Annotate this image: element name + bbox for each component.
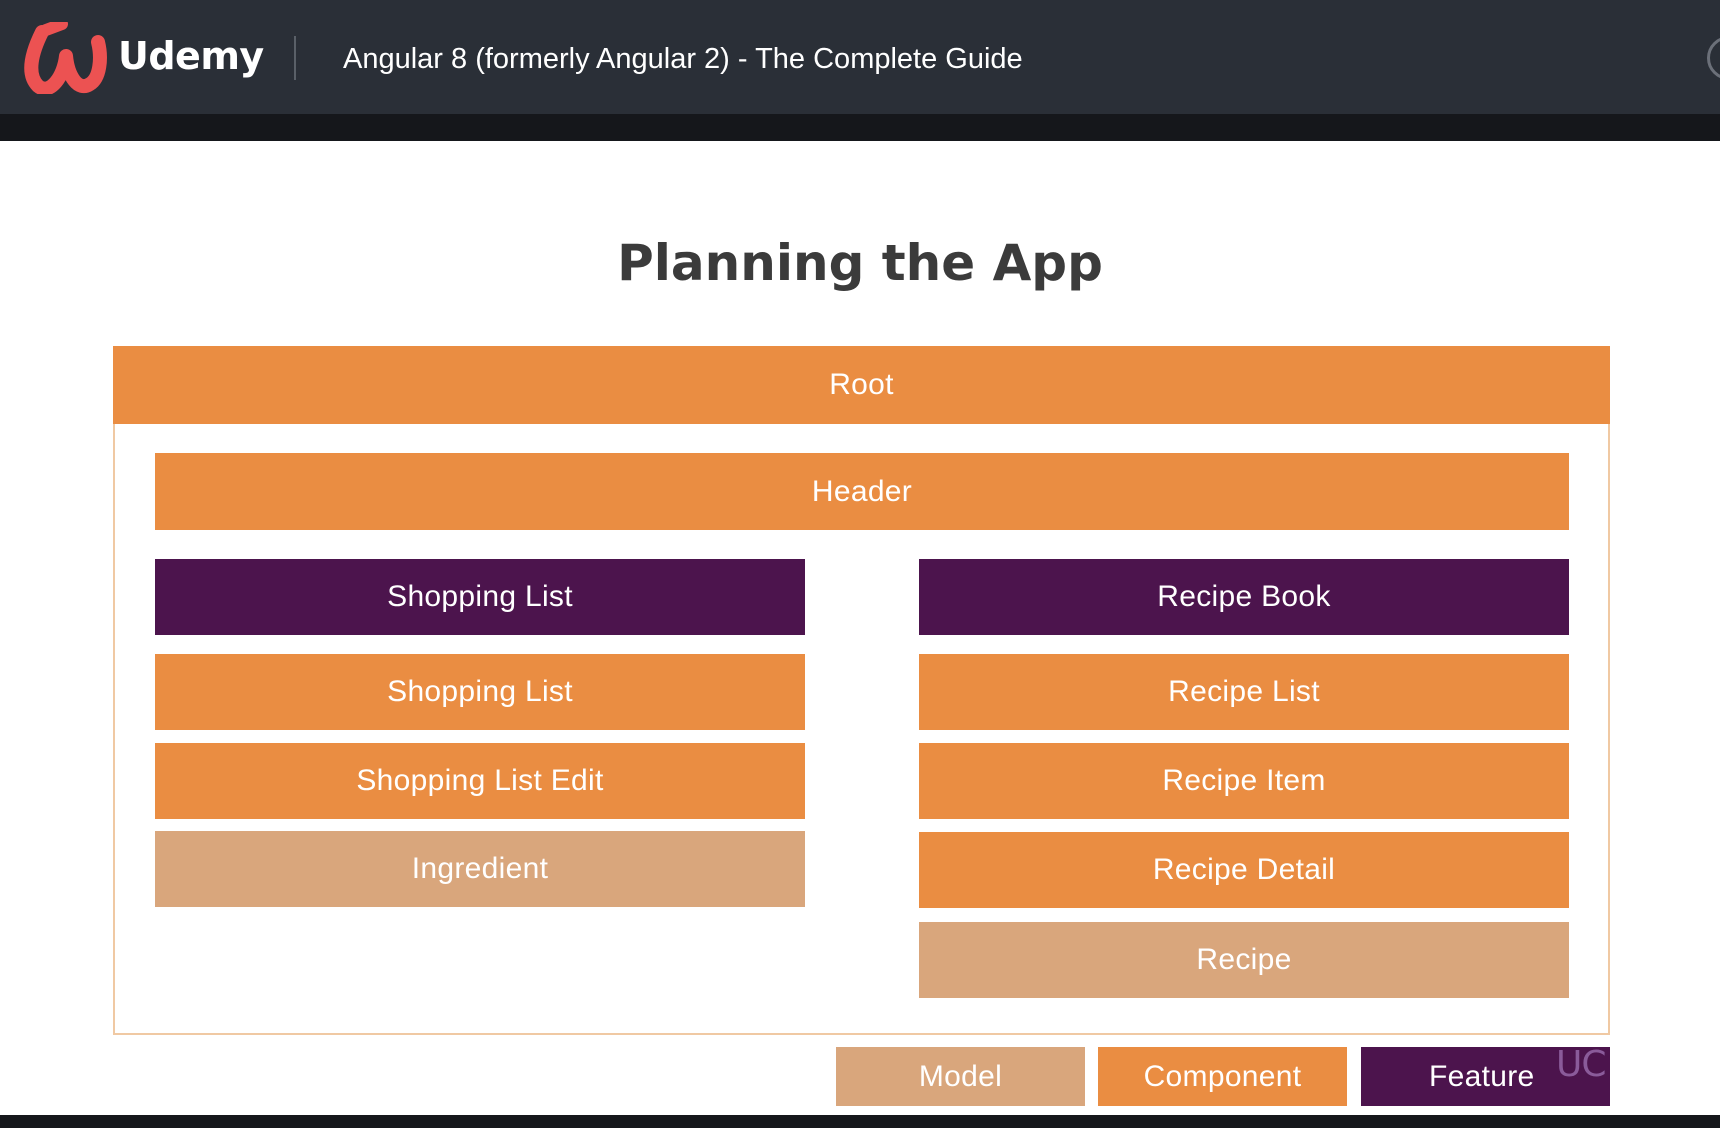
video-top-strip — [0, 114, 1720, 141]
user-avatar-icon[interactable] — [1707, 36, 1720, 80]
shopping-list-component-box: Shopping List — [155, 654, 805, 730]
ingredient-model-box: Ingredient — [155, 831, 805, 907]
udemy-watermark: UC — [1556, 1044, 1606, 1085]
udemy-logo-icon[interactable] — [22, 22, 108, 94]
header-box: Header — [155, 453, 1569, 530]
recipe-book-feature-box: Recipe Book — [919, 559, 1569, 635]
recipe-model-box: Recipe — [919, 922, 1569, 998]
slide-title: Planning the App — [617, 234, 1103, 292]
legend-component: Component — [1098, 1047, 1347, 1106]
udemy-logo-text[interactable]: Udemy — [118, 34, 264, 78]
course-title[interactable]: Angular 8 (formerly Angular 2) - The Com… — [343, 43, 1023, 75]
shopping-list-edit-box: Shopping List Edit — [155, 743, 805, 819]
shopping-list-feature-box: Shopping List — [155, 559, 805, 635]
top-navigation-bar: Udemy Angular 8 (formerly Angular 2) - T… — [0, 0, 1720, 114]
recipe-item-box: Recipe Item — [919, 743, 1569, 819]
legend-feature: Feature — [1361, 1047, 1610, 1106]
legend-model: Model — [836, 1047, 1085, 1106]
video-bottom-strip — [0, 1115, 1720, 1128]
recipe-list-box: Recipe List — [919, 654, 1569, 730]
header-divider — [294, 36, 296, 80]
recipe-detail-box: Recipe Detail — [919, 832, 1569, 908]
root-box: Root — [113, 346, 1610, 424]
